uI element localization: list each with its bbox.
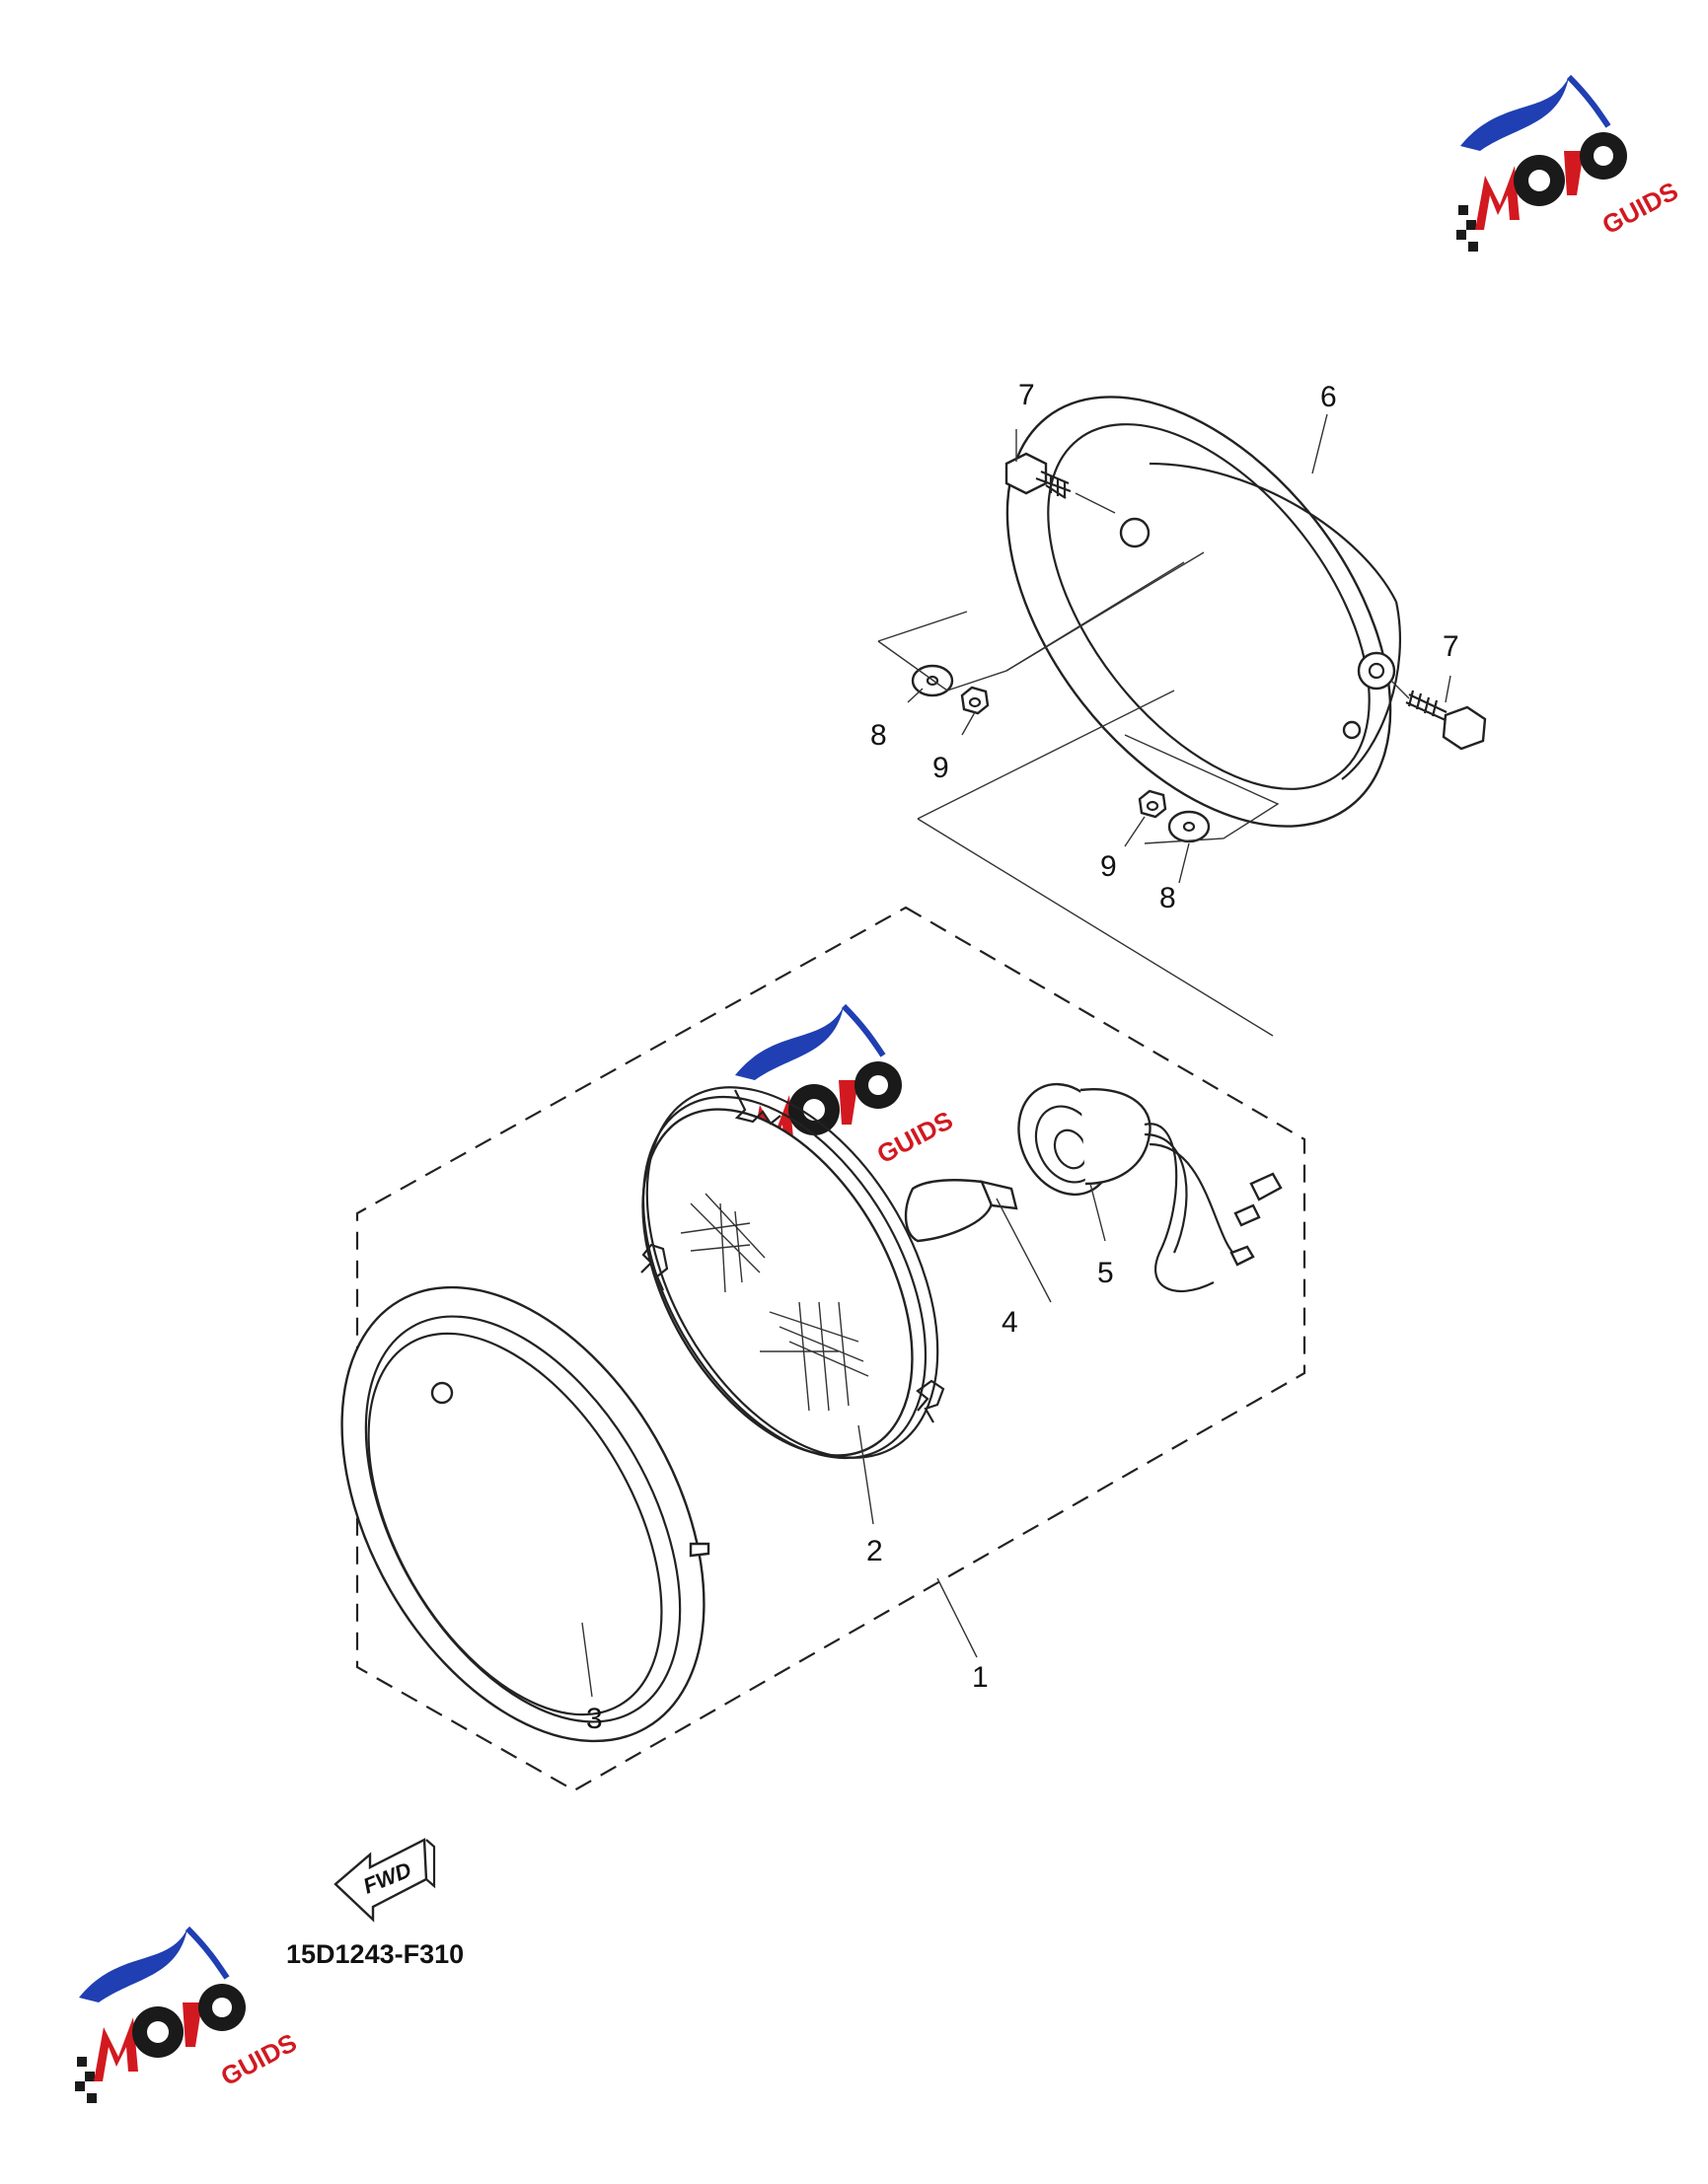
callout-4: 4 [1002, 1306, 1018, 1339]
callout-1: 1 [972, 1661, 989, 1694]
logo-suffix-text: GUIDS [1597, 176, 1683, 240]
watermark-logo-top-right: GUIDS [1456, 77, 1683, 252]
callout-7-top: 7 [1018, 379, 1035, 411]
watermark-logo-bottom-left: GUIDS [75, 1929, 302, 2103]
callout-7-right: 7 [1443, 630, 1459, 663]
bolt-top [1004, 452, 1116, 514]
logo-suffix-text: GUIDS [216, 2027, 302, 2091]
clip-bottom [916, 1379, 945, 1423]
logo-suffix-text: GUIDS [872, 1105, 958, 1169]
washer-nut-left [877, 551, 1205, 715]
callout-9-right: 9 [1100, 850, 1117, 883]
fwd-arrow: FWD [334, 1838, 436, 1923]
headlight-lens [641, 1086, 939, 1460]
callout-8-left: 8 [870, 719, 887, 752]
callout-2: 2 [866, 1535, 883, 1567]
clip-top [734, 1089, 781, 1126]
callout-6: 6 [1320, 381, 1337, 413]
callout-9-left: 9 [932, 752, 949, 784]
drawing-code: 15D1243-F310 [286, 1939, 464, 1969]
callout-5: 5 [1097, 1257, 1114, 1289]
bulb-socket [1017, 1082, 1283, 1292]
bolt-right [1390, 680, 1487, 751]
callout-3: 3 [586, 1703, 603, 1735]
callout-8-right: 8 [1159, 882, 1176, 914]
headlight-rim [340, 1285, 710, 1743]
washer-nut-right [917, 690, 1280, 1037]
headlight-housing [1005, 396, 1401, 828]
headlight-bulb [904, 1179, 1052, 1303]
assembly-boundary [355, 906, 1306, 1792]
clip-left [640, 1243, 669, 1291]
